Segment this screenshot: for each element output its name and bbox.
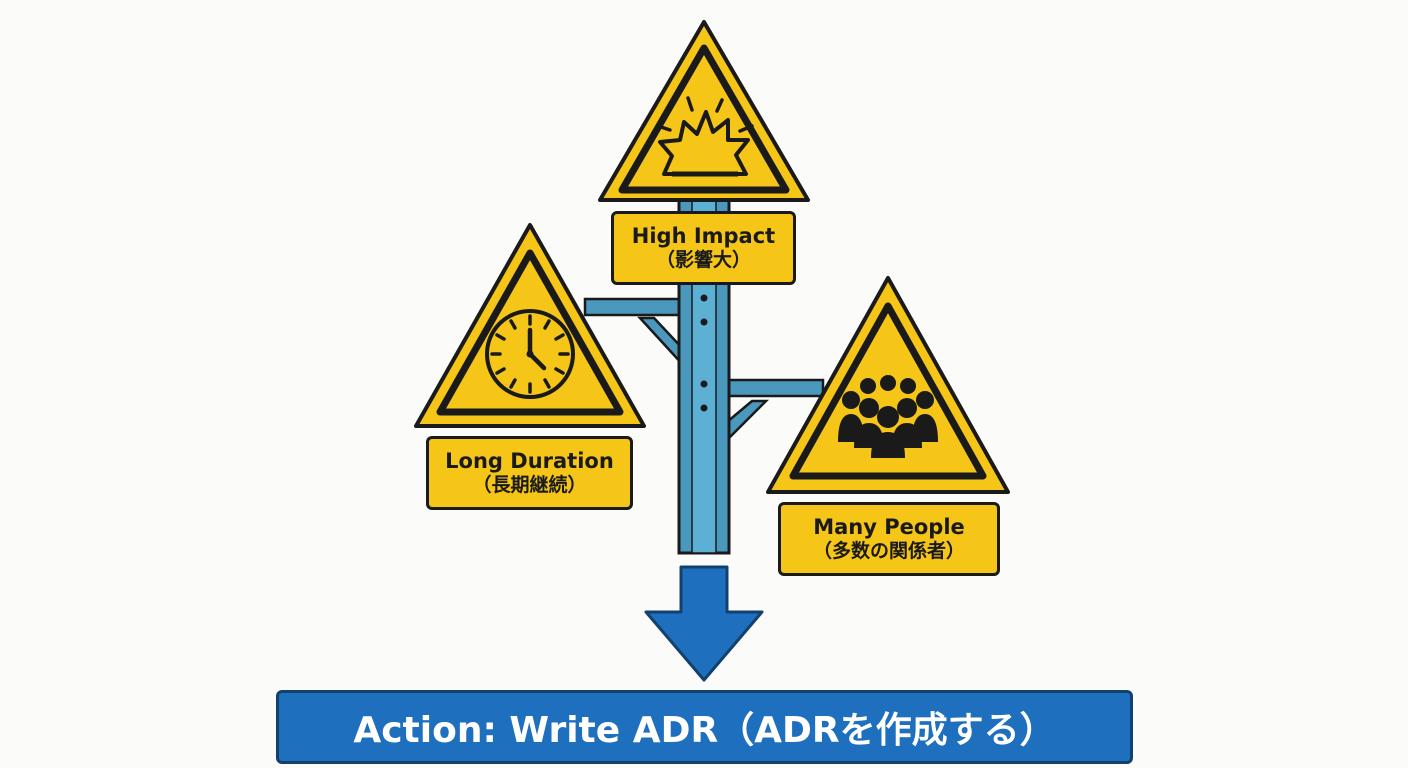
high-impact-label: High Impact （影響大） [611,211,796,285]
long-duration-label-en: Long Duration [445,449,614,474]
group-of-people-icon [838,375,938,458]
explosion-icon [656,96,754,177]
many-people-label-ja: （多数の関係者） [812,540,965,563]
many-people-label: Many People （多数の関係者） [778,502,1000,576]
long-duration-sign [414,223,646,428]
signpost-arms [583,297,825,444]
many-people-sign [766,276,1010,494]
action-text: Action: Write ADR（ADRを作成する） [353,710,1056,751]
clock-icon [485,309,575,399]
long-duration-label: Long Duration （長期継続） [426,436,633,510]
long-duration-label-ja: （長期継続） [472,474,587,497]
down-arrow [644,565,764,682]
high-impact-sign [598,20,810,202]
high-impact-label-ja: （影響大） [655,249,751,272]
action-banner: Action: Write ADR（ADRを作成する） [276,690,1133,764]
high-impact-label-en: High Impact [631,224,776,249]
many-people-label-en: Many People [813,515,965,540]
